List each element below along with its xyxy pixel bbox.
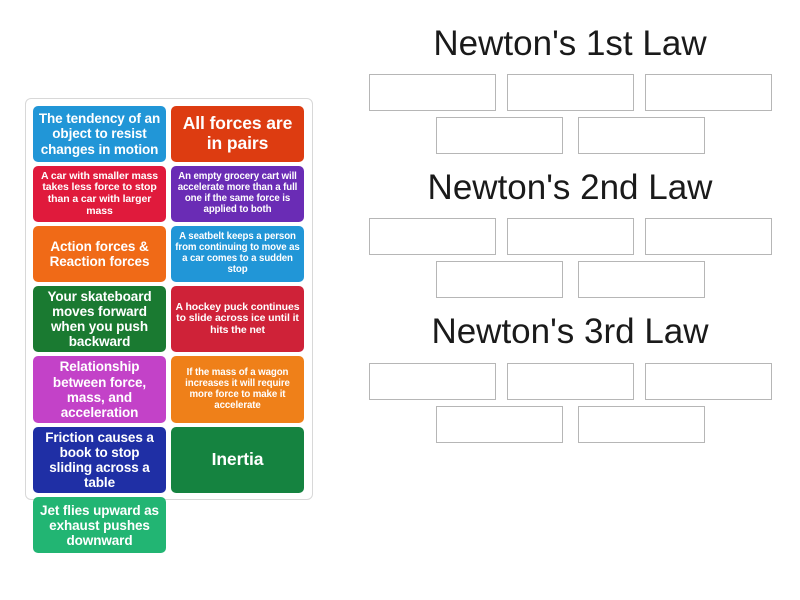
drop-slot[interactable] [506,362,634,400]
slot-row [350,74,790,112]
slot-row [350,362,790,400]
slot-row [350,261,790,299]
drop-slot[interactable] [506,218,634,256]
drop-slot[interactable] [435,405,563,443]
slot-row [350,218,790,256]
draggable-tile[interactable]: A car with smaller mass takes less force… [33,166,166,222]
drop-slot[interactable] [368,362,496,400]
draggable-tile[interactable]: Relationship between force, mass, and ac… [33,356,166,423]
slot-row [350,405,790,443]
drop-slot[interactable] [577,261,705,299]
draggable-tile[interactable]: The tendency of an object to resist chan… [33,106,166,162]
drop-slot[interactable] [506,74,634,112]
drop-slot[interactable] [577,117,705,155]
drop-slot[interactable] [644,218,772,256]
drop-slot[interactable] [368,74,496,112]
draggable-tile[interactable]: Action forces & Reaction forces [33,226,166,282]
category-title: Newton's 2nd Law [427,168,713,208]
draggable-tile[interactable]: If the mass of a wagon increases it will… [171,356,304,423]
draggable-tile[interactable]: Your skateboard moves forward when you p… [33,286,166,353]
category-group: Newton's 2nd Law [350,168,790,299]
drop-slot[interactable] [644,74,772,112]
tile-grid: The tendency of an object to resist chan… [33,106,305,554]
drop-slot[interactable] [644,362,772,400]
draggable-tile[interactable]: Jet flies upward as exhaust pushes downw… [33,497,166,554]
draggable-tile[interactable]: A hockey puck continues to slide across … [171,286,304,353]
slot-row [350,117,790,155]
draggable-tile[interactable]: An empty grocery cart will accelerate mo… [171,166,304,222]
category-title: Newton's 3rd Law [431,312,709,352]
category-title: Newton's 1st Law [433,24,707,63]
draggable-tile[interactable]: All forces are in pairs [171,106,304,162]
drop-slot[interactable] [435,117,563,155]
draggable-tile[interactable]: Inertia [171,426,304,494]
drop-slot[interactable] [368,218,496,256]
draggable-tile[interactable]: Friction causes a book to stop sliding a… [33,426,166,494]
category-group: Newton's 3rd Law [350,312,790,443]
draggable-tile[interactable]: A seatbelt keeps a person from continuin… [171,226,304,282]
drop-slot[interactable] [577,405,705,443]
category-group: Newton's 1st Law [350,24,790,155]
tile-tray[interactable]: The tendency of an object to resist chan… [25,98,313,554]
drop-slot[interactable] [435,261,563,299]
